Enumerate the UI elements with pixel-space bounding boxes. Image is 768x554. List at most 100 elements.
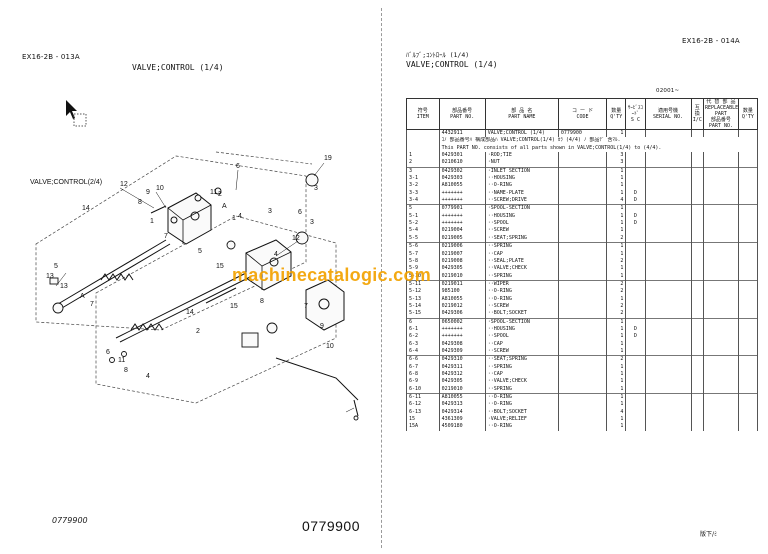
table-cell <box>644 288 692 296</box>
table-cell: 3-1 <box>406 175 440 183</box>
table-cell: ··CAP <box>484 371 559 379</box>
table-cell <box>644 378 692 386</box>
table-cell <box>703 189 739 198</box>
valve-section-2 <box>245 239 292 291</box>
table-cell: 0429312 <box>438 371 486 379</box>
table-cell: 1 <box>606 175 627 183</box>
table-cell: +++++++ <box>438 189 486 198</box>
table-cell: 0429314 <box>438 408 486 417</box>
table-cell <box>690 288 705 296</box>
table-cell <box>737 325 759 334</box>
table-cell <box>557 279 608 289</box>
table-cell: A810055 <box>438 393 486 402</box>
table-cell <box>644 310 692 319</box>
table-cell: 2 <box>606 310 627 319</box>
table-cell <box>644 250 692 258</box>
table-cell: 1 <box>606 347 627 356</box>
table-cell <box>703 333 739 341</box>
table-cell <box>644 265 692 273</box>
table-cell: 0429311 <box>438 363 486 371</box>
table-cell: 5-7 <box>406 250 440 258</box>
table-cell <box>690 265 705 273</box>
table-cell <box>644 234 692 243</box>
table-cell <box>703 175 739 183</box>
table-cell: 2 <box>606 288 627 296</box>
table-cell: 0429301 <box>438 152 486 160</box>
table-cell: This PART NO. consists of all parts show… <box>438 144 759 153</box>
right-page: EX16-2B - 014A ﾊﾞﾙﾌﾞ;ｺﾝﾄﾛｰﾙ (1/4) VALVE;… <box>392 8 759 548</box>
table-cell <box>644 355 692 364</box>
left-page: EX16-2B - 013A VALVE;CONTROL (1/4) <box>6 8 372 548</box>
table-cell: 3-3 <box>406 189 440 198</box>
callout-label: 4 <box>146 373 150 380</box>
table-cell <box>737 257 759 266</box>
table-cell: ·NUT <box>484 159 559 168</box>
col-replaceable-qty: 数量 Q'TY <box>737 98 759 130</box>
table-cell: 985100 <box>438 288 486 296</box>
table-cell: 0219007 <box>438 250 486 258</box>
callout-label: 8 <box>260 298 264 305</box>
callout-label: A <box>80 293 85 300</box>
table-cell <box>557 189 608 198</box>
table-cell <box>625 279 646 289</box>
table-cell <box>625 416 646 424</box>
table-cell <box>644 152 692 160</box>
valve-ref-label: VALVE;CONTROL(2/4) <box>30 179 102 186</box>
table-cell <box>644 295 692 303</box>
table-cell <box>703 401 739 409</box>
table-cell: ··HOUSING <box>484 212 559 221</box>
table-cell <box>690 166 705 176</box>
table-cell <box>557 310 608 319</box>
table-cell <box>557 423 608 431</box>
callout-label: 11 <box>118 357 125 364</box>
table-cell: 0429305 <box>438 378 486 386</box>
callout-label: 6 <box>236 163 240 170</box>
table-cell <box>557 212 608 221</box>
table-cell <box>703 371 739 379</box>
table-cell: 0429306 <box>438 310 486 319</box>
table-cell: 2 <box>606 279 627 289</box>
table-cell <box>625 257 646 266</box>
table-cell: 1 <box>606 212 627 221</box>
table-cell <box>737 340 759 348</box>
callout-label: 1 <box>150 218 154 225</box>
table-cell <box>406 129 440 138</box>
table-cell <box>644 340 692 348</box>
table-cell: 6-4 <box>406 347 440 356</box>
table-cell <box>644 220 692 228</box>
table-cell <box>690 212 705 221</box>
table-row: This PART NO. consists of all parts show… <box>406 144 759 153</box>
table-cell: ··CAP <box>484 340 559 348</box>
table-cell <box>737 347 759 356</box>
table-cell: 0219010 <box>438 385 486 394</box>
table-cell: 5-2 <box>406 220 440 228</box>
table-cell: 1 <box>606 182 627 190</box>
table-cell <box>644 279 692 289</box>
table-cell <box>703 272 739 281</box>
page-title-jp: ﾊﾞﾙﾌﾞ;ｺﾝﾄﾛｰﾙ (1/4) <box>406 51 470 59</box>
page-title: VALVE;CONTROL (1/4) <box>132 63 224 72</box>
table-cell <box>406 144 440 153</box>
table-cell <box>625 385 646 394</box>
table-cell: ··WIPER <box>484 279 559 289</box>
table-cell: ··SEAL;PLATE <box>484 257 559 266</box>
table-cell <box>690 129 705 138</box>
table-cell: 0219008 <box>438 257 486 266</box>
table-cell <box>690 378 705 386</box>
table-cell: ··O-RING <box>484 288 559 296</box>
table-cell: 4432911 <box>438 129 486 138</box>
table-cell <box>625 393 646 402</box>
table-cell <box>737 272 759 281</box>
table-cell: 1 <box>606 166 627 176</box>
